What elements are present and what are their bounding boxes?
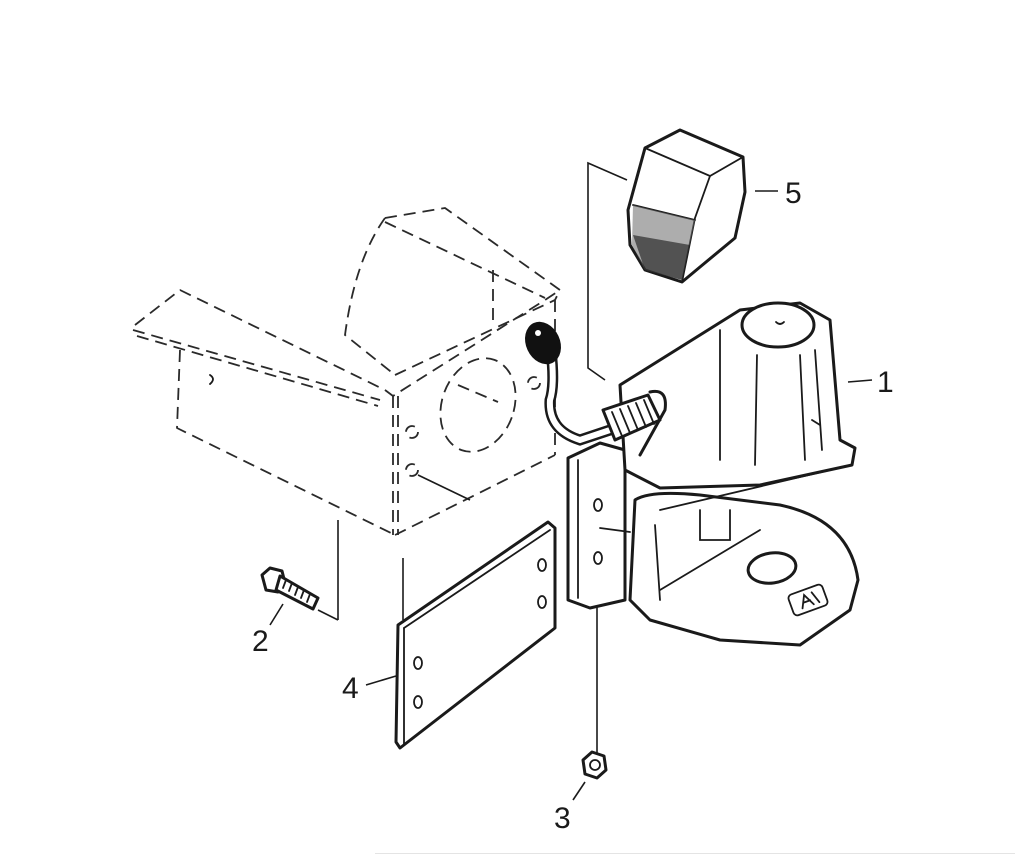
part-2-hex-bolt bbox=[260, 566, 320, 611]
phantom-mounting-bracket bbox=[132, 207, 561, 536]
scan-edge-line bbox=[375, 853, 1015, 854]
callout-1: 1 bbox=[877, 366, 894, 399]
part-1-coupling-housing bbox=[566, 301, 860, 647]
part-5-rubber-cap bbox=[626, 128, 747, 284]
callout-5: 5 bbox=[785, 177, 802, 210]
release-handle bbox=[525, 321, 667, 457]
part-4-backing-plate bbox=[394, 520, 557, 750]
callout-leaders bbox=[269, 190, 873, 801]
part-3-hex-nut bbox=[581, 750, 608, 780]
callout-2: 2 bbox=[252, 625, 269, 658]
manufacturer-logo-icon bbox=[787, 583, 829, 617]
callout-3: 3 bbox=[554, 802, 571, 835]
callout-4: 4 bbox=[342, 672, 359, 705]
